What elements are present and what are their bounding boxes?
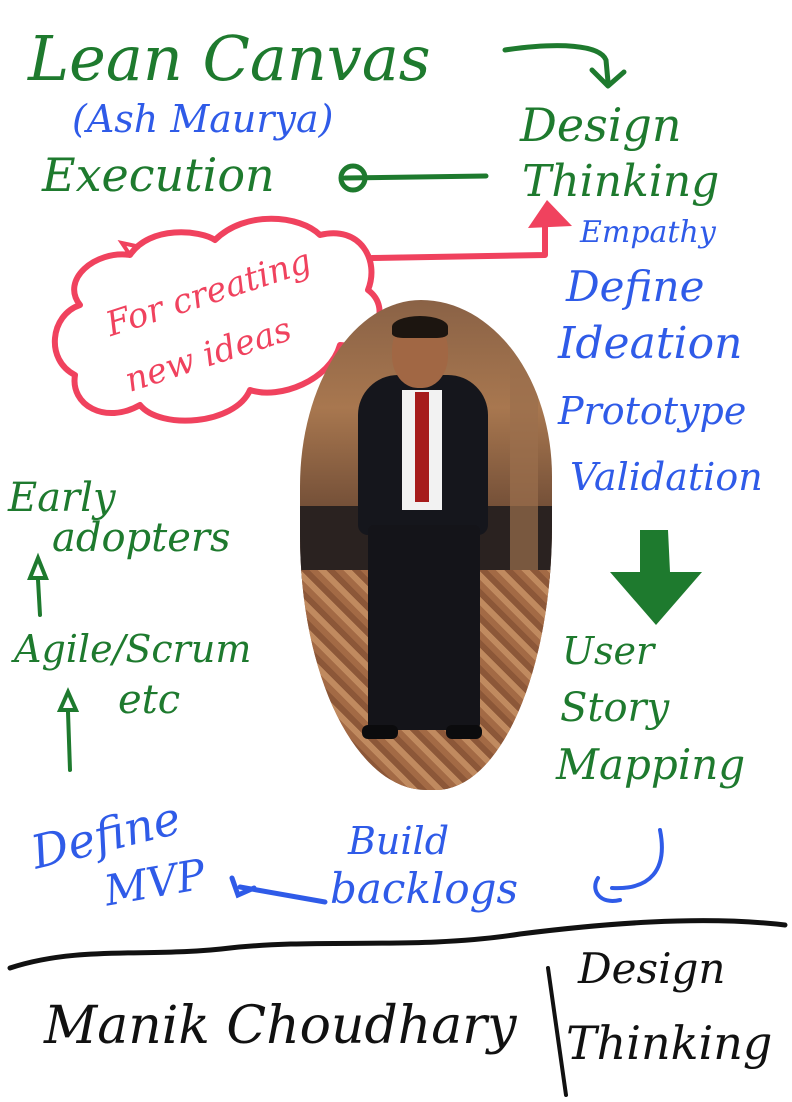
label-thinking: Thinking: [522, 156, 720, 207]
arrow-cloud-head: [528, 200, 572, 228]
arrow-to-mvp: [229, 875, 328, 905]
title-lean-canvas: Lean Canvas: [28, 22, 431, 95]
footer-author-name: Manik Choudhary: [44, 996, 517, 1056]
step-empathy: Empathy: [580, 215, 716, 250]
label-adopters: adopters: [52, 515, 231, 561]
down-arrow: [610, 530, 702, 625]
footer-topic-design: Design: [578, 944, 726, 993]
arrow-to-design-thinking: [502, 43, 627, 89]
label-backlogs: backlogs: [330, 864, 519, 913]
speaker-photo: [300, 300, 552, 790]
label-early: Early: [8, 475, 116, 521]
footer-vertical-divider: [546, 966, 568, 1097]
arrow-cloud-to-design: [369, 219, 548, 261]
callout-tail: [117, 239, 141, 257]
label-build: Build: [348, 819, 450, 863]
label-story: Story: [560, 685, 670, 731]
arrow-to-backlogs: [593, 828, 664, 903]
arrow-to-early-adopters: [27, 552, 49, 617]
footer-divider: [7, 918, 788, 971]
step-validation: Validation: [570, 455, 763, 499]
label-execution: Execution: [42, 148, 275, 202]
step-define: Define: [566, 262, 705, 311]
label-etc: etc: [118, 677, 181, 723]
footer-topic-thinking: Thinking: [566, 1016, 773, 1070]
label-agile-scrum: Agile/Scrum: [14, 627, 252, 671]
step-prototype: Prototype: [558, 389, 747, 433]
label-mapping: Mapping: [556, 740, 746, 789]
step-ideation: Ideation: [558, 318, 743, 369]
subtitle-ash-maurya: (Ash Maurya): [72, 97, 334, 141]
label-design: Design: [520, 98, 682, 152]
label-user: User: [562, 629, 655, 673]
arrow-to-agile: [56, 687, 80, 772]
arrow-to-execution: [338, 163, 489, 193]
idea-cloud: [51, 215, 383, 424]
